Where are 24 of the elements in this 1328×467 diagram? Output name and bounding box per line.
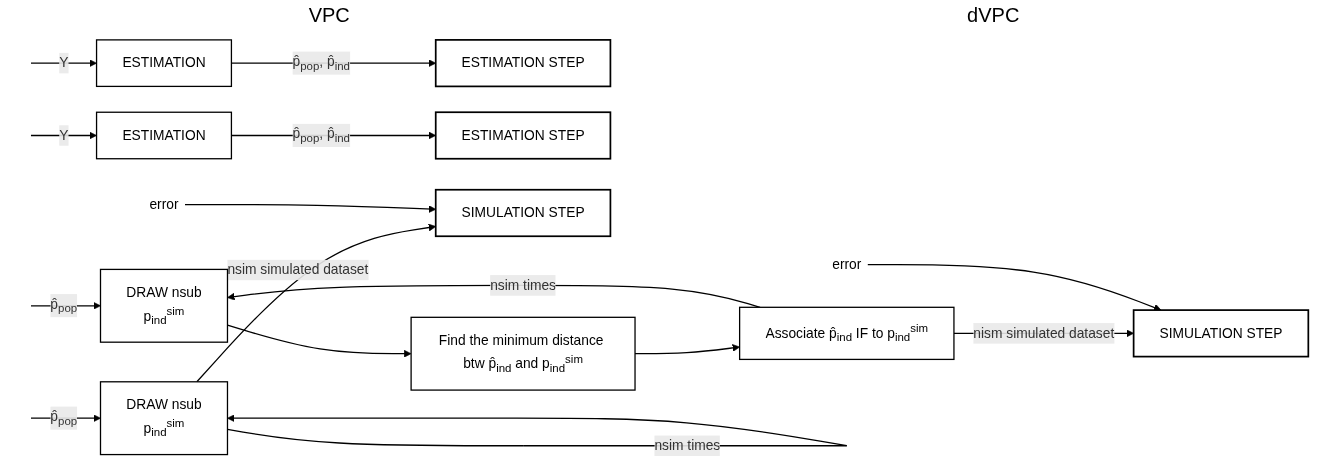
edge-label: p̂$_{pop}$ <box>50 408 78 427</box>
node-text: error <box>832 256 862 272</box>
arrow <box>196 223 437 382</box>
arrow <box>184 203 437 213</box>
edge-label: p̂$_{pop}$, p̂$_{ind}$ <box>292 125 351 145</box>
node-box: ESTIMATION STEP <box>435 110 612 160</box>
panel-heading: dVPC <box>967 3 1020 27</box>
edge-label: p̂$_{pop}$ <box>50 296 78 315</box>
node-box: ESTIMATION STEP <box>435 38 612 87</box>
arrow <box>867 263 1162 311</box>
panel-heading: VPC <box>308 3 350 27</box>
edge-label: Y <box>59 127 69 142</box>
edge-label: Y <box>59 54 69 70</box>
edge-label: nsim times <box>490 277 557 292</box>
node-box: SIMULATION STEP <box>435 188 612 237</box>
node-box: SIMULATION STEP <box>1133 308 1310 357</box>
node-box: ESTIMATION <box>96 111 233 159</box>
edge-label: nism simulated dataset <box>973 325 1115 340</box>
edge-label: p̂$_{pop}$, p̂$_{ind}$ <box>292 53 351 72</box>
node-text: error <box>149 196 179 212</box>
arrow <box>227 324 412 357</box>
edge-label: nsim simulated dataset <box>227 261 369 277</box>
node-box: ESTIMATION <box>96 38 233 87</box>
edge-label: nsim times <box>654 437 721 453</box>
